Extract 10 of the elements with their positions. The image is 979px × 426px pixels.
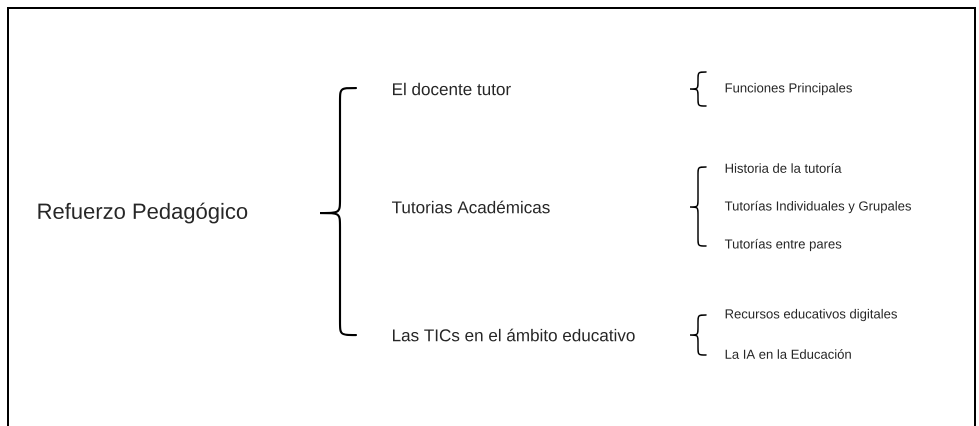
item-text: Tutorías entre pares — [724, 238, 842, 252]
item-text: Historia de la tutoría — [726, 163, 842, 173]
item-text: La IA en la Educación — [726, 349, 851, 359]
subtopic-text: Tutorias Académicas — [392, 200, 550, 214]
subtopic-text: El docente tutor — [393, 82, 511, 96]
item-text: Recursos educativos digitales — [726, 308, 897, 322]
item-text: Funciones Principales — [726, 82, 852, 96]
item-text: Tutorías Individuales y Grupales — [724, 200, 911, 214]
subtopic-text: Las TICs en el ámbito educativo — [393, 328, 635, 342]
topic-text: Refuerzo Pedagógico — [38, 202, 248, 224]
